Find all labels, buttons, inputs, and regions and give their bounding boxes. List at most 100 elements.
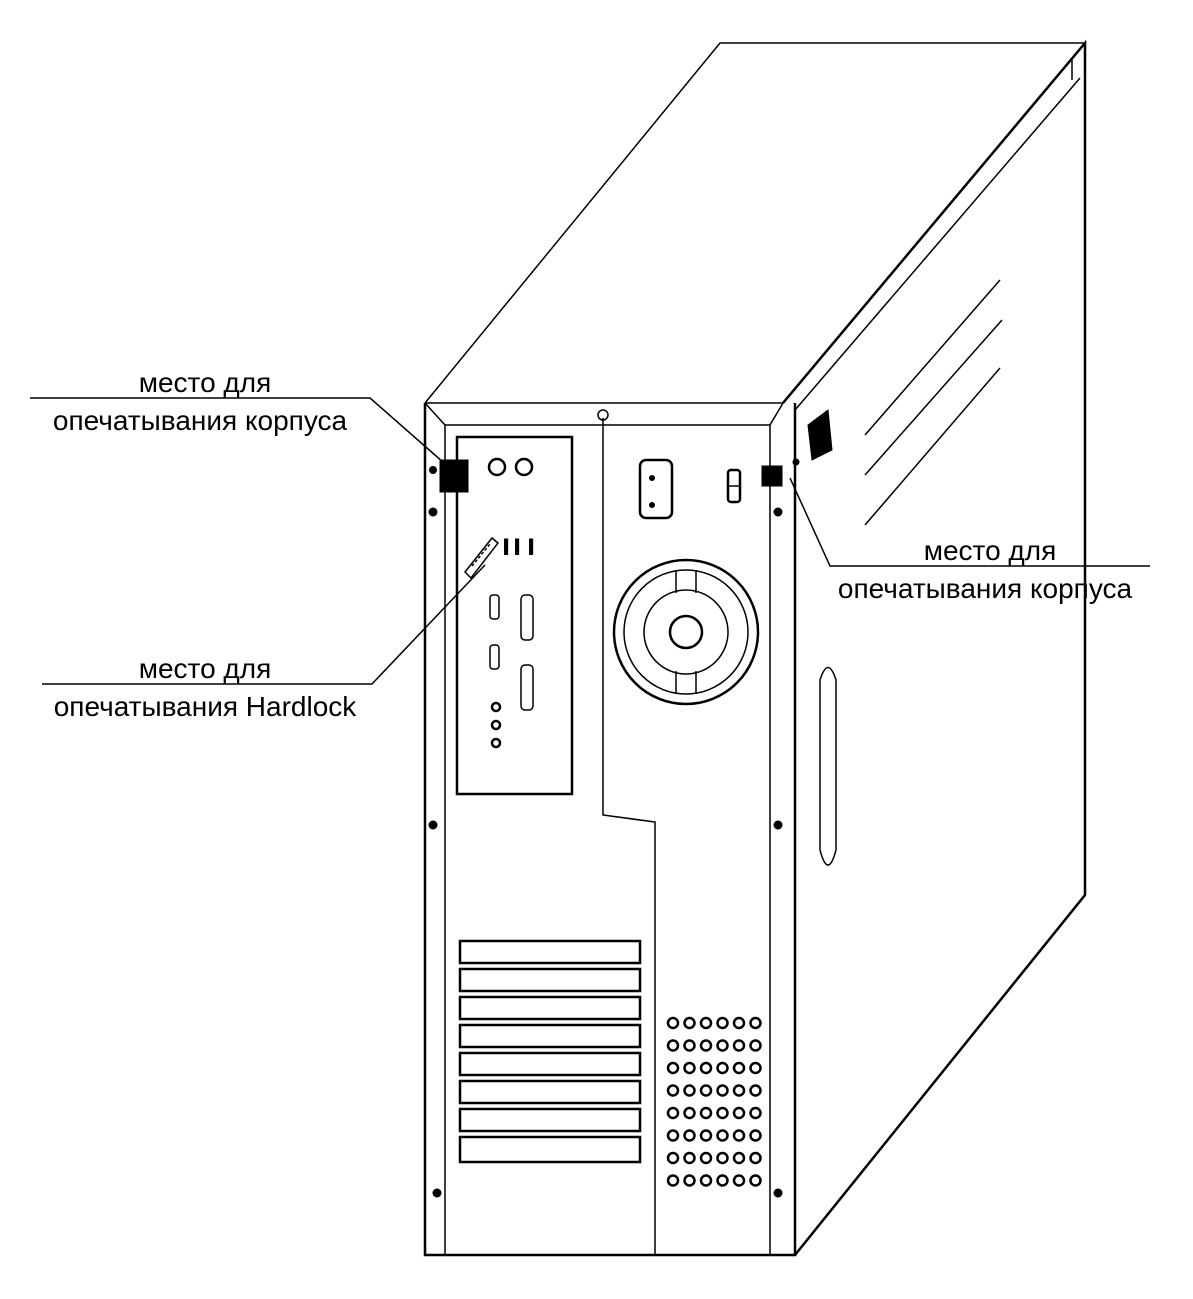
vent-hole-icon bbox=[683, 1174, 696, 1187]
callout-text-line2: опечатывания Hardlock bbox=[54, 691, 358, 722]
vent-hole-icon bbox=[732, 1084, 746, 1097]
expansion-slot-cover bbox=[458, 1051, 642, 1077]
vent-hole-icon bbox=[683, 1129, 696, 1142]
fan-hub-icon bbox=[668, 614, 704, 650]
vent-hole-icon bbox=[699, 1174, 713, 1187]
expansion-slot-cover bbox=[458, 1023, 642, 1049]
io-usb-icon: I bbox=[502, 536, 510, 561]
side-handle-icon bbox=[819, 666, 837, 866]
vent-line-3 bbox=[864, 367, 1001, 526]
psu-divider bbox=[602, 418, 656, 1255]
frame-screw-icon bbox=[773, 507, 783, 517]
frame-screw-icon bbox=[773, 820, 783, 830]
expansion-slot-cover bbox=[458, 1135, 642, 1164]
vent-hole-icon bbox=[666, 1016, 680, 1030]
io-serial-port-icon bbox=[489, 594, 500, 620]
side-latch-icon bbox=[807, 409, 833, 461]
vent-hole-icon bbox=[666, 1084, 680, 1097]
power-socket-pin bbox=[649, 475, 655, 481]
vent-hole-icon bbox=[732, 1016, 746, 1030]
vent-hole-icon bbox=[666, 1106, 680, 1120]
callout-text-line1: место для bbox=[924, 535, 1057, 566]
vent-hole-icon bbox=[666, 1151, 680, 1165]
callout-text-line1: место для bbox=[139, 653, 272, 684]
case-seal-block-right bbox=[761, 465, 783, 487]
vent-hole-icon bbox=[716, 1106, 729, 1120]
vent-hole-icon bbox=[699, 1016, 713, 1030]
vent-hole-icon bbox=[749, 1151, 762, 1165]
io-round-port-icon bbox=[487, 457, 507, 477]
vent-hole-icon bbox=[732, 1174, 746, 1187]
vent-hole-icon bbox=[732, 1106, 746, 1120]
vent-hole-icon bbox=[683, 1151, 696, 1165]
io-parallel-port-icon bbox=[520, 664, 534, 711]
vent-hole-icon bbox=[749, 1174, 762, 1187]
vent-hole-grid bbox=[666, 1016, 762, 1187]
callout-leader-line bbox=[30, 397, 453, 471]
frame-screws bbox=[428, 466, 783, 1198]
vent-hole-icon bbox=[699, 1039, 713, 1052]
vent-hole-icon bbox=[716, 1016, 729, 1030]
vent-hole-icon bbox=[716, 1084, 729, 1097]
io-plate-frame bbox=[455, 435, 574, 796]
expansion-slot-cover bbox=[458, 1107, 642, 1133]
expansion-slot-cover bbox=[458, 967, 642, 993]
io-usb-icon: I bbox=[527, 536, 535, 561]
case-seal-block-left bbox=[439, 459, 469, 493]
seal-screw-icon bbox=[792, 458, 800, 466]
expansion-slot-cover bbox=[458, 939, 642, 965]
frame-screw-icon bbox=[429, 466, 437, 474]
vent-hole-icon bbox=[716, 1151, 729, 1165]
frame-screw-icon bbox=[773, 1188, 783, 1198]
vent-hole-icon bbox=[732, 1129, 746, 1142]
vent-hole-icon bbox=[732, 1039, 746, 1052]
vent-hole-icon bbox=[749, 1016, 762, 1030]
callout-text-line2: опечатывания корпуса bbox=[53, 405, 348, 436]
expansion-slot-cover bbox=[458, 995, 642, 1021]
vent-hole-icon bbox=[749, 1106, 762, 1120]
callout-case-seal-right: место для опечатывания корпуса bbox=[789, 477, 1150, 604]
vent-hole-icon bbox=[716, 1174, 729, 1187]
power-socket-pin bbox=[649, 502, 655, 508]
vent-hole-icon bbox=[699, 1084, 713, 1097]
hardlock-dongle-icon bbox=[463, 536, 500, 580]
vent-line-1 bbox=[864, 279, 1001, 436]
side-panel-details bbox=[807, 279, 1003, 866]
fan-outer-ring bbox=[612, 558, 760, 706]
callout-text-line1: место для bbox=[139, 367, 272, 398]
expansion-slot-cover bbox=[458, 1079, 642, 1105]
callout-text-line2: опечатывания корпуса bbox=[838, 573, 1133, 604]
case-side-bevel bbox=[794, 77, 1081, 411]
psu-section bbox=[612, 458, 800, 706]
io-audio-jack-icon bbox=[490, 737, 502, 749]
power-socket-icon bbox=[638, 458, 674, 520]
io-serial-port-icon bbox=[489, 644, 500, 670]
vent-hole-icon bbox=[716, 1061, 729, 1075]
vent-hole-icon bbox=[749, 1129, 762, 1142]
vent-hole-icon bbox=[683, 1039, 696, 1052]
io-plate: I I I bbox=[439, 435, 574, 796]
vent-hole-icon bbox=[749, 1084, 762, 1097]
expansion-slots bbox=[458, 939, 642, 1164]
case-back-frame bbox=[423, 403, 797, 1257]
vent-hole-icon bbox=[699, 1061, 713, 1075]
vent-line-2 bbox=[864, 319, 1003, 476]
vent-hole-icon bbox=[699, 1106, 713, 1120]
vent-hole-icon bbox=[683, 1084, 696, 1097]
vent-hole-icon bbox=[666, 1039, 680, 1052]
callout-leader-line bbox=[789, 477, 1150, 567]
vent-hole-icon bbox=[749, 1039, 762, 1052]
vent-hole-icon bbox=[732, 1061, 746, 1075]
top-screw-icon bbox=[597, 409, 609, 421]
vent-hole-icon bbox=[716, 1039, 729, 1052]
io-usb-icon: I bbox=[513, 536, 521, 561]
io-round-port-icon bbox=[514, 457, 534, 477]
case-side-panel bbox=[782, 39, 1087, 1256]
frame-screw-icon bbox=[428, 820, 438, 830]
case-top-face bbox=[424, 42, 1087, 404]
fan-inner-ring bbox=[643, 589, 729, 675]
vent-hole-icon bbox=[749, 1061, 762, 1075]
vent-hole-icon bbox=[716, 1129, 729, 1142]
vent-hole-icon bbox=[666, 1129, 680, 1142]
